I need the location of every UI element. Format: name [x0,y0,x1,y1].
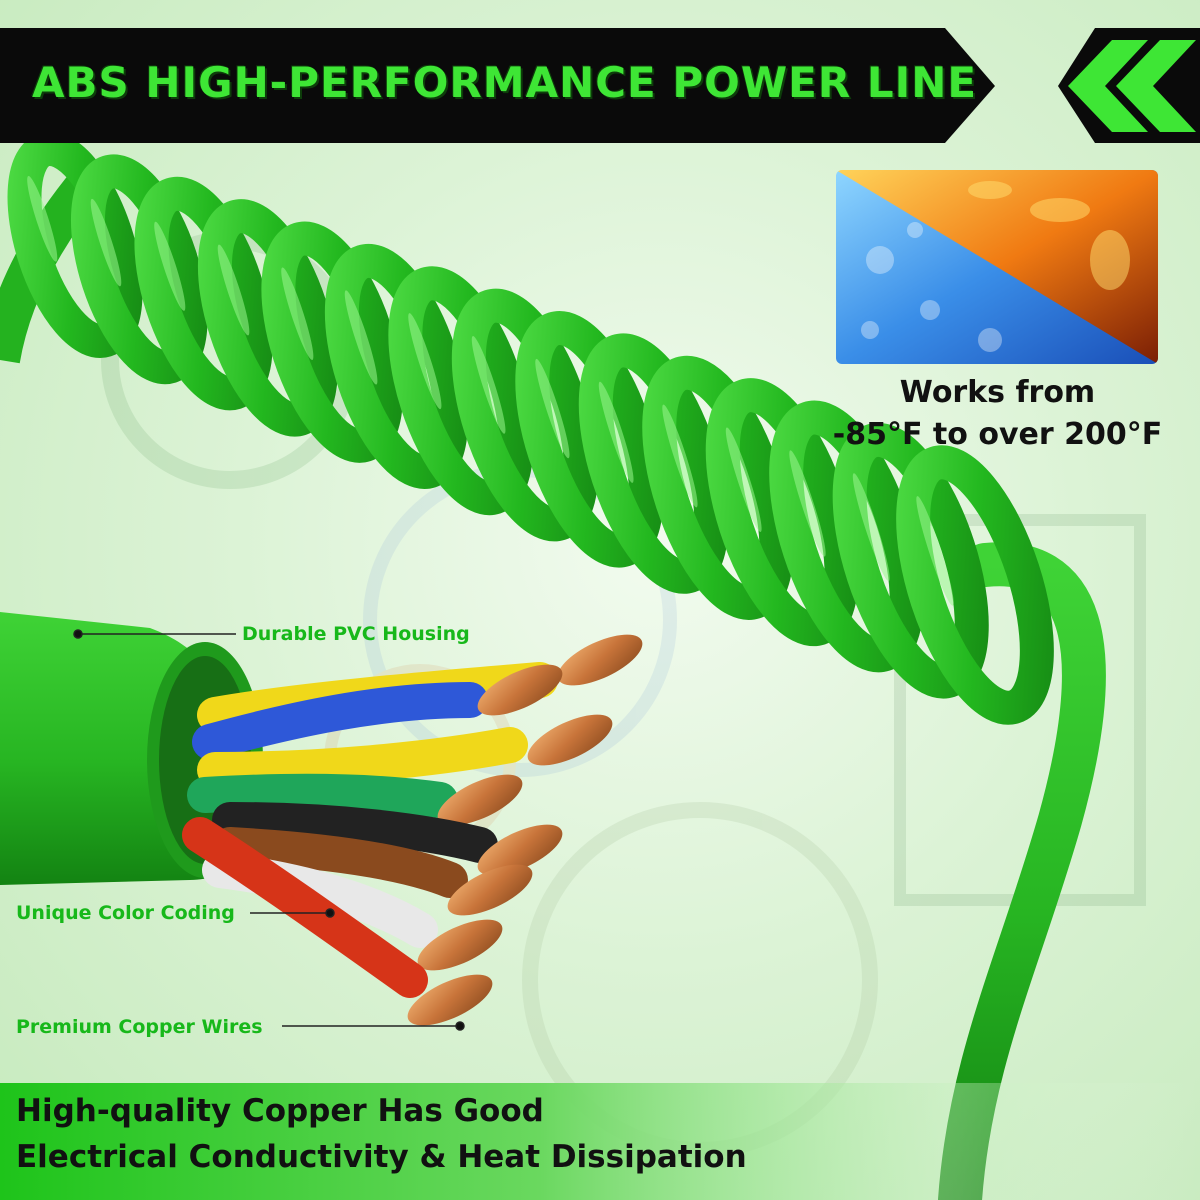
callout-copper-wires: Premium Copper Wires [16,1016,263,1038]
callout-leaders [73,629,465,1031]
copper-strand [417,919,503,971]
bottom-banner-bg [0,1083,1200,1200]
coiled-cable [7,132,1054,725]
temperature-line-1: Works from [899,375,1096,410]
wire-insulation [212,802,498,863]
copper-strand [447,864,533,916]
copper-strand [527,714,613,766]
coil-highlight [408,313,442,410]
top-banner [0,28,1200,143]
wire-insulation [192,682,488,760]
coil-highlight [598,381,634,483]
coil-loop [896,445,1054,725]
callout-pvc-housing: Durable PVC Housing [242,623,470,645]
coil-highlight [27,176,58,262]
coil-highlight [471,336,506,434]
copper-strand [437,774,523,826]
wire-insulation [212,827,468,898]
coil-highlight [662,404,698,508]
coil-loop [7,132,143,358]
temperature-image [836,170,1158,364]
coil-highlight [852,473,890,582]
coil-highlight [344,290,378,385]
coil-loop [70,154,208,385]
wire-bundle [182,634,643,1026]
copper-strand [557,634,643,686]
coil-highlight [725,427,762,532]
coil-highlight [789,450,826,557]
bottom-line-1: High-quality Copper Has Good [16,1093,544,1129]
copper-strand [477,664,563,716]
coil-highlight [535,358,570,459]
copper-strand [407,974,493,1026]
temperature-line-2: -85°F to over 200°F [832,417,1163,452]
banner-title: ABS HIGH-PERFORMANCE POWER LINE [32,58,978,107]
double-chevron-icon [1068,40,1196,132]
coil-loop [134,176,273,411]
bottom-line-2: Electrical Conductivity & Heat Dissipati… [16,1139,747,1175]
bottom-caption: High-quality Copper Has Good Electrical … [16,1088,916,1180]
copper-strand [477,824,563,876]
coil-highlight [281,267,314,360]
wire-insulation [197,727,528,788]
coil-highlight [90,198,122,287]
cable-tail [938,542,1106,1200]
coil-highlight [154,221,186,311]
temperature-caption: Works from -85°F to over 200°F [800,372,1195,456]
coil-highlight [916,496,954,606]
coil-highlight [217,244,250,336]
wire-insulation [182,817,428,998]
wire-insulation [187,773,458,818]
callout-color-coding: Unique Color Coding [16,902,235,924]
